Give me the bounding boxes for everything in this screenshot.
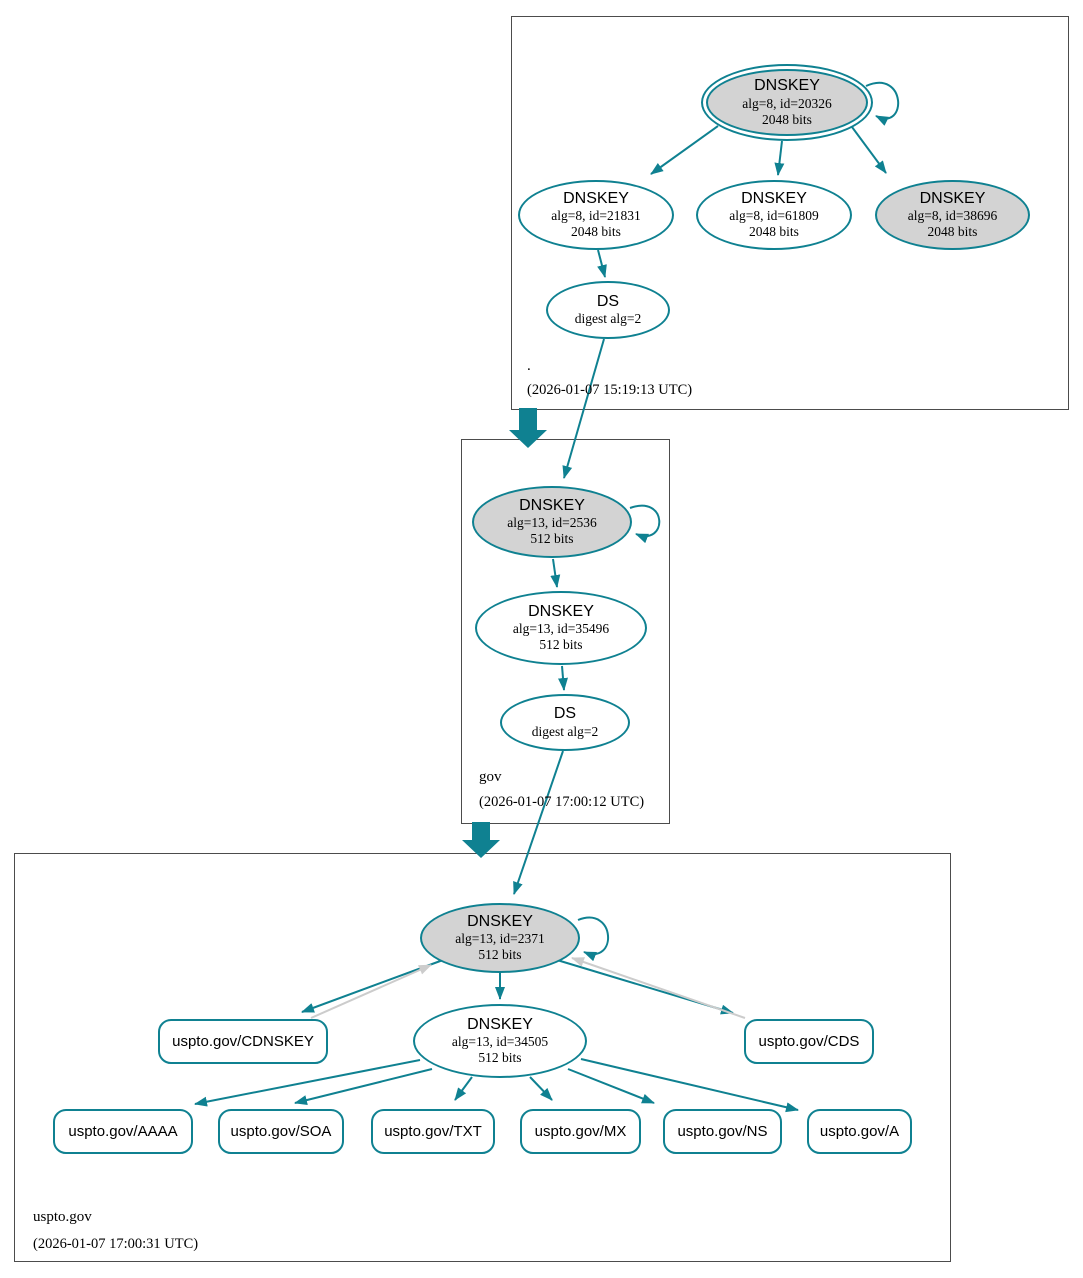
root-ds-node[interactable]: DS digest alg=2 <box>546 281 670 339</box>
uspto-ksk-dnskey-node[interactable]: DNSKEY alg=13, id=2371 512 bits <box>420 903 580 973</box>
node-bits: 2048 bits <box>762 111 812 127</box>
rrset-aaaa-node[interactable]: uspto.gov/AAAA <box>53 1109 193 1154</box>
rrset-txt-node[interactable]: uspto.gov/TXT <box>371 1109 495 1154</box>
node-type: DNSKEY <box>528 602 594 620</box>
gov-ksk-dnskey-node[interactable]: DNSKEY alg=13, id=2536 512 bits <box>472 486 632 558</box>
node-type: DNSKEY <box>467 912 533 930</box>
node-detail: alg=8, id=38696 <box>907 208 998 223</box>
node-detail: alg=8, id=20326 <box>742 95 832 111</box>
node-type: DNSKEY <box>563 189 629 207</box>
rrset-a-node[interactable]: uspto.gov/A <box>807 1109 912 1154</box>
root-ksk-dnskey-node[interactable]: DNSKEY alg=8, id=20326 2048 bits <box>701 64 873 141</box>
node-bits: 2048 bits <box>927 224 978 240</box>
uspto-zsk-dnskey-node[interactable]: DNSKEY alg=13, id=34505 512 bits <box>413 1004 587 1078</box>
node-bits: 512 bits <box>478 947 522 963</box>
node-detail: alg=8, id=21831 <box>551 208 641 223</box>
rrset-soa-node[interactable]: uspto.gov/SOA <box>218 1109 344 1154</box>
rrset-mx-node[interactable]: uspto.gov/MX <box>520 1109 641 1154</box>
node-type: DNSKEY <box>919 189 986 207</box>
root-dnskey-61809-node[interactable]: DNSKEY alg=8, id=61809 2048 bits <box>696 180 852 250</box>
rrset-ns-node[interactable]: uspto.gov/NS <box>663 1109 782 1154</box>
zone-timestamp-uspto: (2026-01-07 17:00:31 UTC) <box>33 1236 199 1252</box>
trust-anchor-inner-ring <box>706 69 868 136</box>
node-type: DNSKEY <box>754 77 820 95</box>
node-detail: digest alg=2 <box>574 311 642 327</box>
node-bits: 512 bits <box>530 531 574 547</box>
node-bits: 512 bits <box>539 637 583 653</box>
rrset-cdnskey-node[interactable]: uspto.gov/CDNSKEY <box>158 1019 328 1064</box>
gov-ds-node[interactable]: DS digest alg=2 <box>500 694 630 751</box>
zone-box-root <box>511 16 1069 410</box>
root-dnskey-38696-node[interactable]: DNSKEY alg=8, id=38696 2048 bits <box>875 180 1030 250</box>
zone-timestamp-root: (2026-01-07 15:19:13 UTC) <box>527 382 693 398</box>
node-type: DS <box>596 292 620 310</box>
node-detail: alg=13, id=2371 <box>455 931 545 946</box>
node-type: DNSKEY <box>519 496 585 514</box>
node-bits: 2048 bits <box>571 224 621 240</box>
zone-label-gov: gov <box>479 769 502 785</box>
node-type: DNSKEY <box>467 1015 533 1033</box>
node-detail: alg=13, id=34505 <box>451 1034 549 1049</box>
zone-label-root: . <box>527 358 531 374</box>
zone-label-uspto: uspto.gov <box>33 1209 92 1225</box>
rrset-cds-node[interactable]: uspto.gov/CDS <box>744 1019 874 1064</box>
gov-zsk-dnskey-node[interactable]: DNSKEY alg=13, id=35496 512 bits <box>475 591 647 665</box>
root-dnskey-21831-node[interactable]: DNSKEY alg=8, id=21831 2048 bits <box>518 180 674 250</box>
node-detail: alg=8, id=61809 <box>729 208 819 223</box>
node-type: DNSKEY <box>741 189 807 207</box>
node-type: DS <box>553 705 577 723</box>
node-detail: digest alg=2 <box>531 723 599 739</box>
node-detail: alg=13, id=2536 <box>507 515 597 530</box>
zone-timestamp-gov: (2026-01-07 17:00:12 UTC) <box>479 794 645 810</box>
node-detail: alg=13, id=35496 <box>512 621 610 636</box>
node-bits: 2048 bits <box>749 224 799 240</box>
node-bits: 512 bits <box>478 1050 522 1066</box>
